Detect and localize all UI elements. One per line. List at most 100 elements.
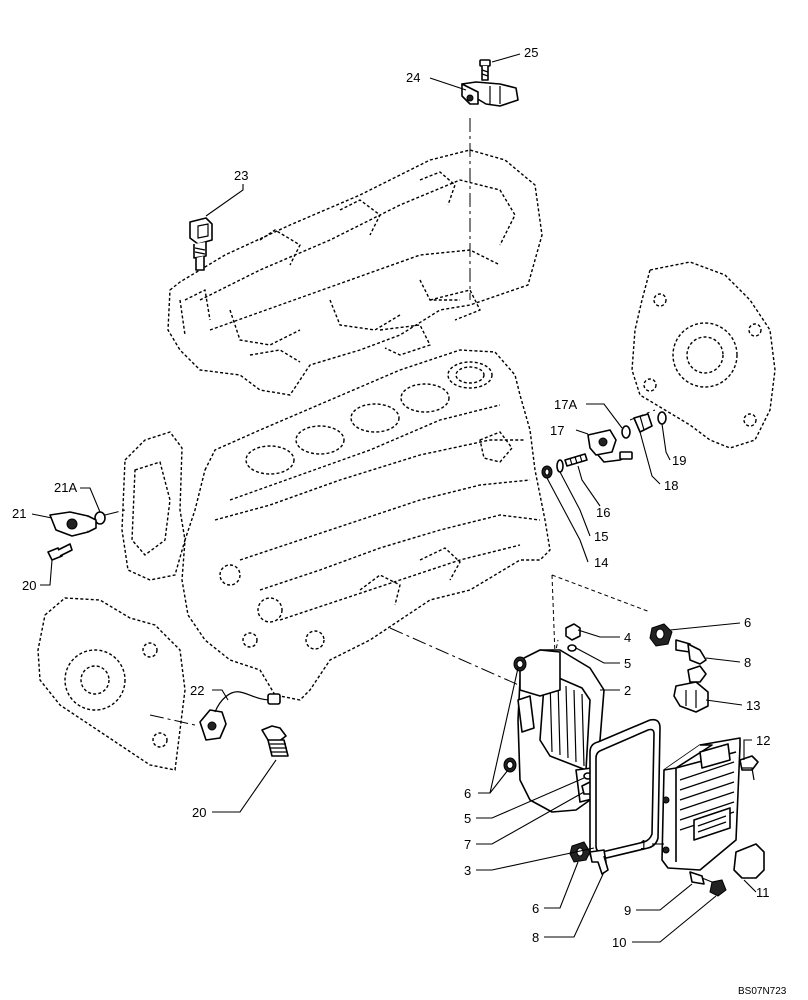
leader-16	[577, 465, 601, 507]
callout-20-upper: 20	[22, 578, 36, 593]
part-19-washer	[657, 411, 667, 425]
leader-5a	[575, 647, 620, 664]
callout-11: 11	[756, 885, 770, 900]
callout-21a: 21A	[54, 480, 77, 495]
drawing-code: BS07N723	[738, 986, 787, 997]
callout-10: 10	[612, 935, 626, 950]
part-17-cam-sensor	[587, 429, 633, 463]
callout-25: 25	[524, 45, 538, 60]
callout-22: 22	[190, 683, 204, 698]
part-15-ring	[556, 459, 564, 473]
part-24-head-sensor	[461, 81, 519, 107]
leader-18	[639, 431, 661, 485]
leader-7	[476, 791, 585, 845]
callout-8-bottom: 8	[532, 930, 539, 945]
callout-7: 7	[464, 837, 471, 852]
part-6-grommet-bottom	[569, 841, 591, 863]
part-10-nut	[709, 879, 727, 897]
part-4-screw	[565, 623, 581, 641]
leader-10	[632, 895, 717, 943]
callout-14: 14	[594, 555, 608, 570]
engine-block-ghost	[181, 349, 551, 701]
callout-5-upper: 5	[624, 656, 631, 671]
part-21-speed-sensor	[49, 511, 97, 537]
flywheel-housing-ghost	[631, 261, 776, 449]
leader-12	[743, 739, 752, 760]
callout-17a: 17A	[554, 397, 577, 412]
part-14-nut	[541, 465, 553, 479]
callout-9: 9	[624, 903, 631, 918]
leader-6c	[544, 861, 579, 909]
part-11-cover	[733, 843, 765, 879]
leader-6b-2	[489, 769, 509, 794]
leader-6a	[669, 622, 741, 631]
leader-14	[546, 477, 589, 563]
part-6-grommet-upper	[649, 623, 673, 647]
leader-20b	[212, 759, 277, 813]
leader-5b	[476, 777, 585, 819]
part-12-bolt	[739, 755, 759, 781]
callout-20-lower: 20	[192, 805, 206, 820]
leader-9	[636, 883, 693, 911]
part-17a-o-ring	[621, 425, 631, 439]
part-3-gasket-inner	[595, 728, 655, 853]
leader-19	[661, 423, 671, 461]
callout-24: 24	[406, 70, 420, 85]
leader-8a	[705, 657, 741, 663]
callout-19: 19	[672, 453, 686, 468]
part-18-fitting	[633, 413, 653, 433]
callout-2: 2	[624, 683, 631, 698]
callout-3: 3	[464, 863, 471, 878]
part-8-bolt-upper	[675, 639, 707, 665]
leader-8b	[544, 871, 605, 938]
crank-sensor-axis	[149, 714, 196, 726]
callout-23: 23	[234, 168, 248, 183]
leader-15	[559, 471, 591, 537]
part-20-screw-upper	[47, 543, 73, 561]
part-1-ecu	[661, 737, 741, 871]
leader-4	[577, 629, 620, 638]
part-13-connector	[673, 665, 709, 713]
callout-8-upper: 8	[744, 655, 751, 670]
part-6-grommet-bottom-left	[503, 757, 517, 773]
part-23-temperature-sender	[189, 217, 213, 271]
front-sensor-axis	[104, 509, 126, 516]
part-22-crank-sensor	[199, 691, 281, 741]
leader-11	[743, 879, 757, 893]
timing-cover-ghost	[37, 597, 186, 771]
callout-6-upper-right: 6	[744, 615, 751, 630]
ecu-bracket-dash-outline	[551, 574, 651, 656]
leader-13	[705, 699, 743, 706]
callout-16: 16	[596, 505, 610, 520]
part-9-bolt	[689, 871, 713, 885]
part-20-screw-lower	[261, 725, 289, 757]
part-25-screw	[479, 59, 491, 81]
callout-5-lower: 5	[464, 811, 471, 826]
part-16-stud	[564, 453, 588, 467]
leader-17a	[586, 403, 623, 429]
callout-1: 1	[640, 837, 647, 852]
leader-22	[212, 689, 229, 701]
callout-17: 17	[550, 423, 564, 438]
part-6-grommet-top-left	[513, 656, 527, 672]
part-5-washer-upper	[567, 644, 577, 652]
callout-6-left: 6	[464, 786, 471, 801]
callout-6-bottom: 6	[532, 901, 539, 916]
callout-18: 18	[664, 478, 678, 493]
cylinder-head-ghost	[167, 149, 543, 396]
ecu-explode-axis	[389, 627, 531, 691]
callout-13: 13	[746, 698, 760, 713]
part-8-bolt-bottom	[589, 849, 609, 875]
callout-21: 21	[12, 506, 26, 521]
callout-4: 4	[624, 630, 631, 645]
leader-25	[491, 53, 521, 63]
leader-20a	[40, 559, 53, 586]
part-2-ecu-bracket	[517, 649, 605, 813]
leader-24	[429, 77, 467, 91]
leader-17	[575, 429, 589, 435]
leader-3	[476, 847, 595, 871]
leader-23	[205, 184, 244, 217]
callout-12: 12	[756, 733, 770, 748]
callout-15: 15	[594, 529, 608, 544]
